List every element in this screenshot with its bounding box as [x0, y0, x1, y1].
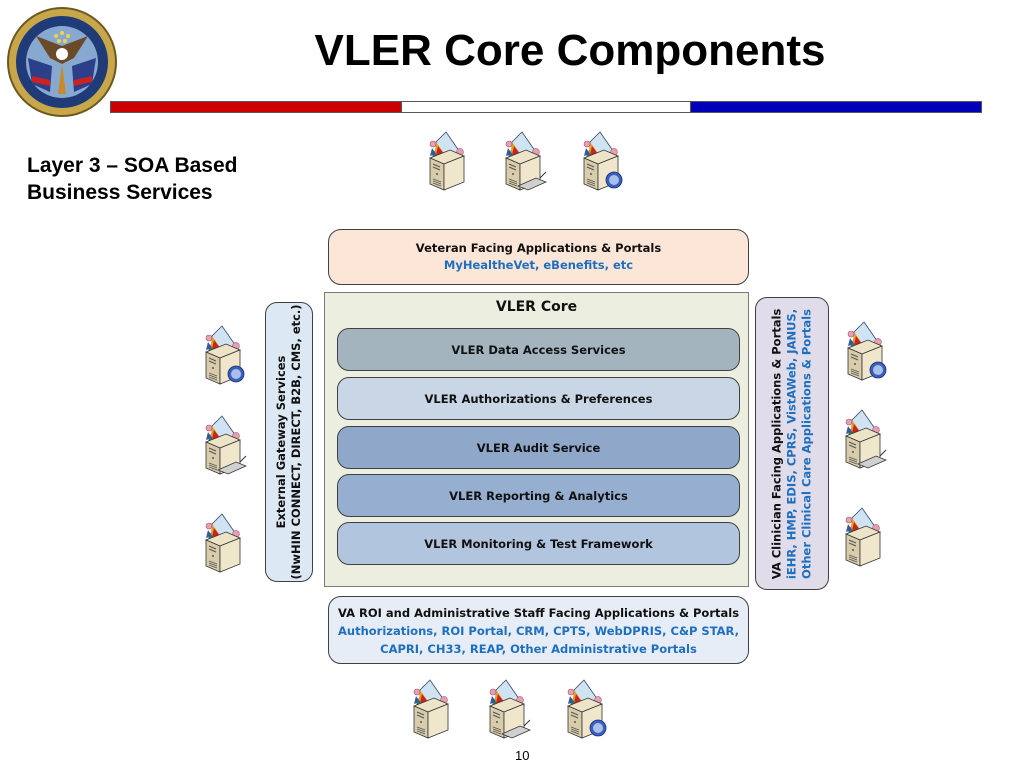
service-audit: VLER Audit Service	[337, 426, 740, 469]
subtitle-line-2: Business Services	[27, 181, 213, 204]
clinician-title: VA Clinician Facing Applications & Porta…	[769, 308, 784, 579]
server-keyboard-icon	[205, 415, 247, 475]
server-globe-icon	[567, 679, 607, 739]
vler-core-title: VLER Core	[495, 299, 578, 315]
vler-core-box: VLER Core VLER Data Access Services VLER…	[324, 292, 749, 587]
clinician-text: VA Clinician Facing Applications & Porta…	[770, 308, 815, 579]
admin-examples-line-2: CAPRI, CH33, REAP, Other Administrative …	[380, 642, 697, 656]
veteran-facing-box: Veteran Facing Applications & Portals My…	[328, 229, 749, 285]
clinician-examples-line-2: Other Clinical Care Applications & Porta…	[799, 308, 814, 579]
header-stripe-white	[401, 101, 691, 113]
veteran-box-examples: MyHealtheVet, eBenefits, etc	[443, 258, 634, 272]
veteran-box-title: Veteran Facing Applications & Portals	[415, 241, 662, 255]
server-globe-icon	[847, 321, 887, 381]
server-icon	[429, 131, 465, 191]
va-seal-logo	[7, 7, 117, 117]
header-stripe-red	[110, 101, 402, 113]
gateway-text: External Gateway Services (NwHIN CONNECT…	[274, 304, 304, 579]
admin-facing-box: VA ROI and Administrative Staff Facing A…	[328, 596, 749, 664]
gateway-examples: (NwHIN CONNECT, DIRECT, B2B, CMS, etc.)	[289, 304, 303, 580]
page-number: 10	[515, 748, 530, 763]
service-data-access: VLER Data Access Services	[337, 328, 740, 371]
service-authorizations-preferences: VLER Authorizations & Preferences	[337, 377, 740, 420]
service-reporting-analytics: VLER Reporting & Analytics	[337, 474, 740, 517]
header-stripe-blue	[690, 101, 982, 113]
service-monitoring-test-framework: VLER Monitoring & Test Framework	[337, 522, 740, 565]
page-title: VLER Core Components	[314, 26, 826, 75]
admin-examples-line-1: Authorizations, ROI Portal, CRM, CPTS, W…	[338, 624, 739, 638]
server-icon	[413, 679, 449, 739]
server-icon	[205, 513, 241, 573]
server-keyboard-icon	[505, 131, 547, 191]
server-icon	[845, 507, 881, 567]
server-keyboard-icon	[845, 409, 887, 469]
clinician-facing-box: VA Clinician Facing Applications & Porta…	[755, 297, 829, 590]
subtitle-line-1: Layer 3 – SOA Based	[27, 154, 238, 177]
layer-subtitle: Layer 3 – SOA Based Business Services	[27, 152, 238, 206]
admin-box-title: VA ROI and Administrative Staff Facing A…	[337, 606, 740, 620]
clinician-examples-line-1: iEHR, HMP, EDIS, CPRS, VistAWeb, JANUS,	[784, 308, 799, 579]
gateway-title: External Gateway Services	[274, 355, 288, 529]
server-globe-icon	[205, 325, 245, 385]
external-gateway-box: External Gateway Services (NwHIN CONNECT…	[265, 302, 313, 582]
server-keyboard-icon	[489, 679, 531, 739]
server-globe-icon	[583, 131, 623, 191]
